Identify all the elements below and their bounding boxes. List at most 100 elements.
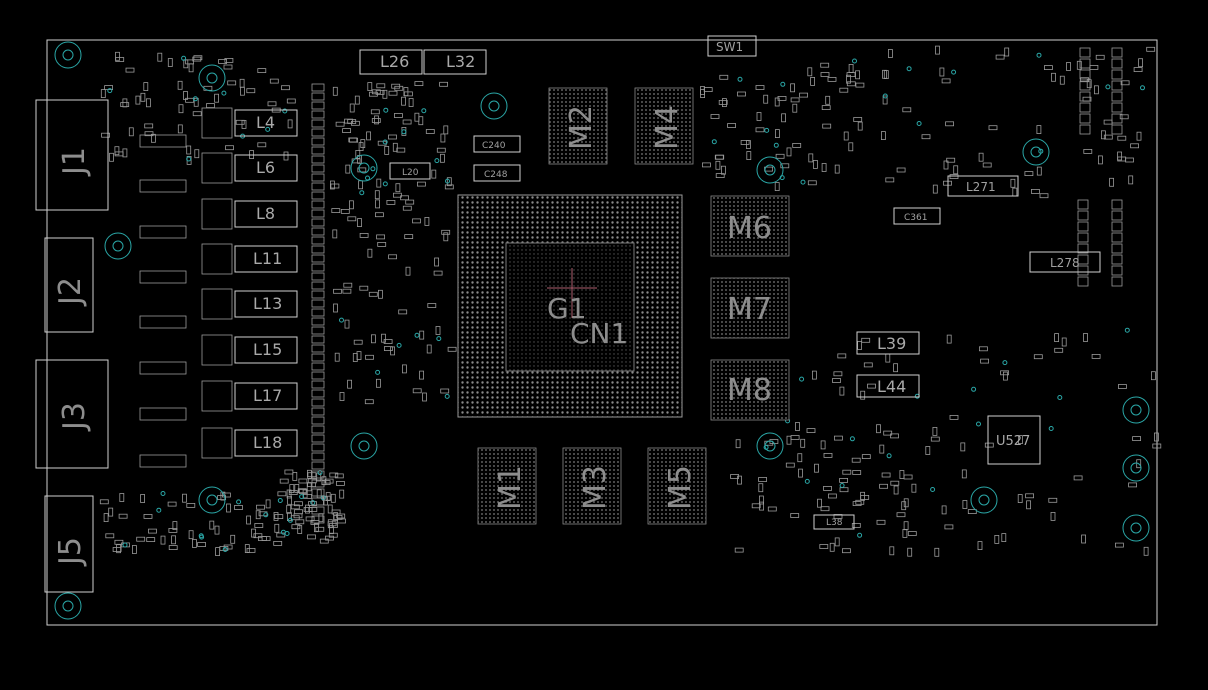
- smd-pad: [1073, 475, 1083, 481]
- smd-pad: [325, 535, 334, 541]
- smd-pad: [405, 199, 415, 205]
- smd-pad: [820, 440, 826, 450]
- header-pin: [1111, 102, 1123, 113]
- smd-pad: [797, 453, 803, 463]
- smd-pad: [988, 125, 998, 131]
- via: [192, 96, 198, 102]
- smd-pad: [853, 117, 863, 122]
- smd-pad: [348, 137, 358, 143]
- mounting-hole-center: [358, 162, 370, 174]
- header-pin: [1111, 58, 1123, 69]
- mounting-hole: [350, 154, 378, 182]
- smd-pad: [759, 501, 764, 511]
- smd-pad: [193, 55, 203, 61]
- via: [382, 139, 388, 145]
- via: [1002, 360, 1008, 366]
- l18-label: L18: [253, 433, 282, 452]
- smd-pad: [834, 435, 843, 441]
- via: [339, 317, 344, 323]
- smd-pad: [330, 493, 336, 503]
- g1-label: G1: [547, 292, 587, 325]
- smd-pad: [401, 364, 407, 374]
- smd-pad: [120, 102, 130, 107]
- smd-pad: [977, 541, 983, 550]
- smd-pad: [740, 140, 750, 145]
- smd-pad: [188, 530, 194, 540]
- via: [1140, 85, 1145, 91]
- resistor: [311, 506, 325, 515]
- inductor-l6: L6: [234, 154, 298, 182]
- j3-label: J3: [57, 402, 92, 432]
- smd-pad: [1094, 85, 1099, 95]
- smd-pad: [203, 85, 213, 91]
- smd-pad: [396, 147, 406, 153]
- smd-pad: [281, 85, 290, 91]
- smd-pad: [980, 358, 989, 364]
- smd-pad: [246, 515, 252, 525]
- inductor-l15: L15: [234, 336, 298, 364]
- resistor: [311, 380, 325, 389]
- smd-pad: [355, 149, 361, 159]
- smd-pad: [160, 535, 166, 545]
- via: [849, 436, 855, 442]
- via: [287, 517, 293, 523]
- smd-pad: [339, 392, 345, 401]
- via: [375, 369, 381, 375]
- capacitor: [139, 315, 187, 329]
- smd-pad: [961, 469, 967, 479]
- m4-label: M4: [650, 105, 685, 150]
- inductor-l8: L8: [234, 200, 298, 228]
- resistor: [311, 272, 325, 281]
- smd-pad: [781, 113, 786, 123]
- smd-pad: [408, 98, 414, 107]
- smd-pad: [295, 519, 305, 525]
- mounting-hole-center: [1030, 146, 1042, 158]
- smd-pad: [443, 232, 449, 242]
- smd-pad: [813, 159, 818, 169]
- smd-pad: [109, 152, 114, 162]
- header-pin: [1077, 210, 1089, 221]
- smd-pad: [439, 81, 449, 87]
- smd-pad: [188, 63, 194, 73]
- inductor-l17: L17: [234, 382, 298, 410]
- smd-pad: [239, 86, 245, 96]
- smd-pad: [710, 114, 720, 119]
- smd-pad: [1089, 65, 1099, 70]
- smd-pad: [348, 200, 354, 210]
- smd-pad: [357, 218, 362, 228]
- smd-pad: [786, 147, 792, 157]
- smd-pad: [104, 85, 113, 90]
- resistor: [311, 362, 325, 371]
- mounting-hole: [1022, 138, 1050, 166]
- smd-pad: [979, 346, 988, 352]
- smd-pad: [279, 478, 289, 484]
- smd-pad: [851, 457, 861, 463]
- smd-pad: [273, 541, 283, 546]
- smd-pad: [780, 163, 790, 169]
- smd-pad: [881, 472, 891, 478]
- inductor-l32: L32: [423, 49, 487, 75]
- smd-pad: [115, 51, 120, 61]
- smd-pad: [376, 178, 382, 188]
- resistor: [311, 191, 325, 200]
- smd-pad: [112, 547, 122, 552]
- resistor: [311, 425, 325, 434]
- smd-pad: [867, 383, 876, 389]
- smd-pad: [321, 480, 331, 486]
- smd-pad: [103, 513, 109, 522]
- m2-label: M2: [564, 105, 599, 150]
- smd-pad: [343, 282, 353, 288]
- via: [916, 121, 922, 126]
- smd-pad: [946, 157, 956, 163]
- header-pin: [1079, 124, 1091, 135]
- inductor-l38: L38: [813, 514, 855, 530]
- inductor-l18: L18: [234, 429, 298, 457]
- smd-pad: [846, 74, 851, 84]
- smd-pad: [177, 80, 183, 90]
- smd-pad: [287, 119, 293, 129]
- header-pin: [1079, 80, 1091, 91]
- smd-pad: [715, 173, 725, 179]
- smd-pad: [118, 513, 128, 519]
- mounting-hole: [198, 64, 226, 92]
